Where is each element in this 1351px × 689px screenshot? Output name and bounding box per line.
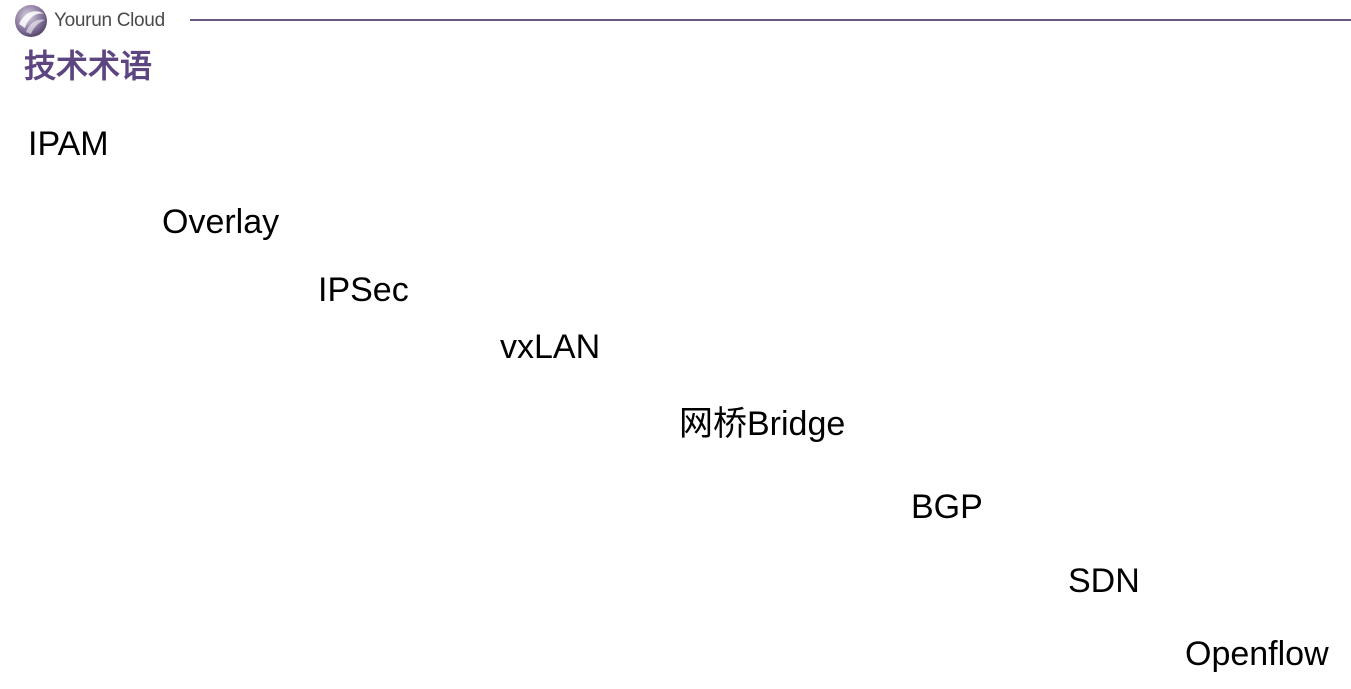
header-divider [190, 19, 1351, 21]
term-sdn: SDN [1068, 562, 1140, 600]
term-openflow: Openflow [1185, 635, 1329, 673]
yourun-cloud-logo-icon [15, 5, 47, 37]
term-ipsec: IPSec [318, 271, 409, 309]
logo: Yourun Cloud [14, 3, 165, 39]
slide-title: 技术术语 [24, 47, 153, 85]
term-bgp: BGP [911, 488, 983, 526]
slide-header: Yourun Cloud [0, 0, 1351, 40]
term-overlay: Overlay [162, 203, 280, 241]
term-bridge: 网桥Bridge [679, 405, 846, 443]
term-vxlan: vxLAN [500, 328, 601, 366]
logo-text: Yourun Cloud [54, 10, 165, 31]
term-ipam: IPAM [28, 125, 109, 163]
